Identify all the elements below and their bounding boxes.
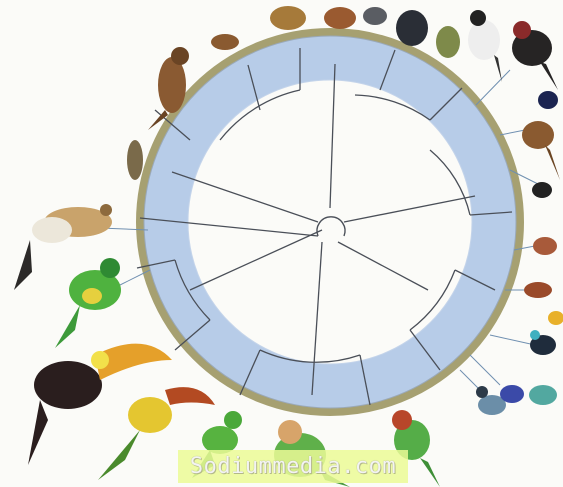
root-node — [317, 217, 345, 236]
dark-blue-bird-illustration — [538, 91, 558, 109]
grey-finch-illustration — [363, 7, 387, 25]
green-cotinga-illustration — [55, 258, 121, 348]
rufous-bird-illustration — [524, 282, 552, 298]
teal-bird-illustration — [529, 385, 557, 405]
ring-inner-edge — [188, 80, 472, 364]
tip-label-band — [140, 32, 520, 412]
chestnut-bird-illustration — [522, 121, 560, 180]
black-drongo-illustration — [512, 21, 558, 90]
olive-flycatcher-illustration — [127, 140, 143, 180]
thrush-illustration — [324, 7, 356, 29]
clade-ring — [166, 58, 494, 386]
small-black-bird-illustration — [532, 182, 552, 198]
red-sparrow-illustration — [533, 237, 557, 255]
white-throated-bird-illustration — [468, 10, 502, 82]
black-bird-illustration — [396, 10, 428, 46]
yellow-tanager-illustration — [548, 311, 563, 325]
brown-flycatcher-illustration — [211, 34, 239, 50]
purple-honeycreeper-illustration — [500, 385, 524, 403]
blue-tanager-illustration — [530, 330, 556, 355]
olive-bird-illustration — [436, 26, 460, 58]
small-brown-bird-illustration — [270, 6, 306, 30]
watermark-text: Sodiummedia.com — [178, 450, 408, 483]
